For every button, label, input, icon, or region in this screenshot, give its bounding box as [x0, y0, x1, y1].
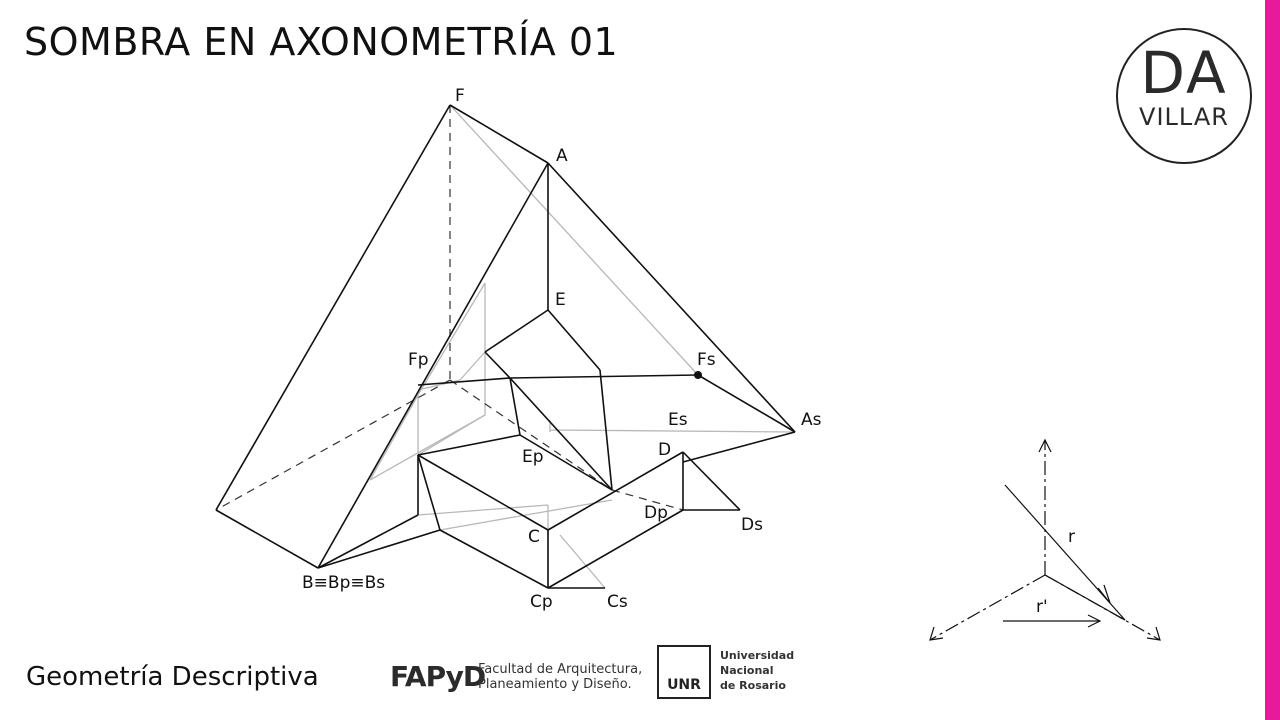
label-cs: Cs [607, 592, 628, 612]
fapyd-caption: Facultad de Arquitectura, Planeamiento y… [478, 662, 642, 692]
label-c: C [528, 527, 540, 547]
solid-outline-lines [215, 104, 796, 589]
unr-line2: Nacional [720, 664, 774, 677]
logo-da-text: DA [1140, 39, 1228, 107]
label-f: F [455, 86, 465, 106]
point-labels: F A E Fp Fs Es As D Ep Dp Ds C Cp Cs B≡B… [302, 86, 1075, 617]
label-d: D [658, 440, 671, 460]
fapyd-line2: Planeamiento y Diseño. [478, 677, 632, 692]
unr-caption: Universidad Nacional de Rosario [720, 648, 794, 693]
label-ds: Ds [741, 515, 763, 535]
label-fp: Fp [408, 350, 429, 370]
label-dp: Dp [644, 503, 668, 523]
label-a: A [556, 146, 568, 166]
light-direction-indicator [929, 438, 1161, 641]
logo-villar-text: VILLAR [1139, 103, 1229, 131]
label-b: B≡Bp≡Bs [302, 573, 385, 593]
label-cp: Cp [530, 592, 553, 612]
label-fs: Fs [697, 350, 716, 370]
label-e: E [555, 290, 566, 310]
unr-line1: Universidad [720, 649, 795, 662]
unr-logo: UNR [657, 645, 711, 699]
label-as: As [801, 410, 822, 430]
subject-name: Geometría Descriptiva [26, 662, 319, 692]
unr-line3: de Rosario [720, 679, 786, 692]
label-r-prime: r' [1036, 597, 1048, 617]
unr-logo-text: UNR [667, 677, 701, 693]
page-title: SOMBRA EN AXONOMETRÍA 01 [24, 20, 619, 64]
label-es: Es [668, 410, 688, 430]
label-r: r [1068, 527, 1075, 547]
fapyd-line1: Facultad de Arquitectura, [478, 662, 643, 677]
da-villar-logo: DA VILLAR [1116, 28, 1252, 164]
fapyd-logo: FAPyD [390, 660, 486, 693]
shadow-point-fs [694, 371, 702, 379]
light-construction-lines [369, 104, 796, 589]
accent-bar [1265, 0, 1280, 720]
label-ep: Ep [522, 447, 544, 467]
